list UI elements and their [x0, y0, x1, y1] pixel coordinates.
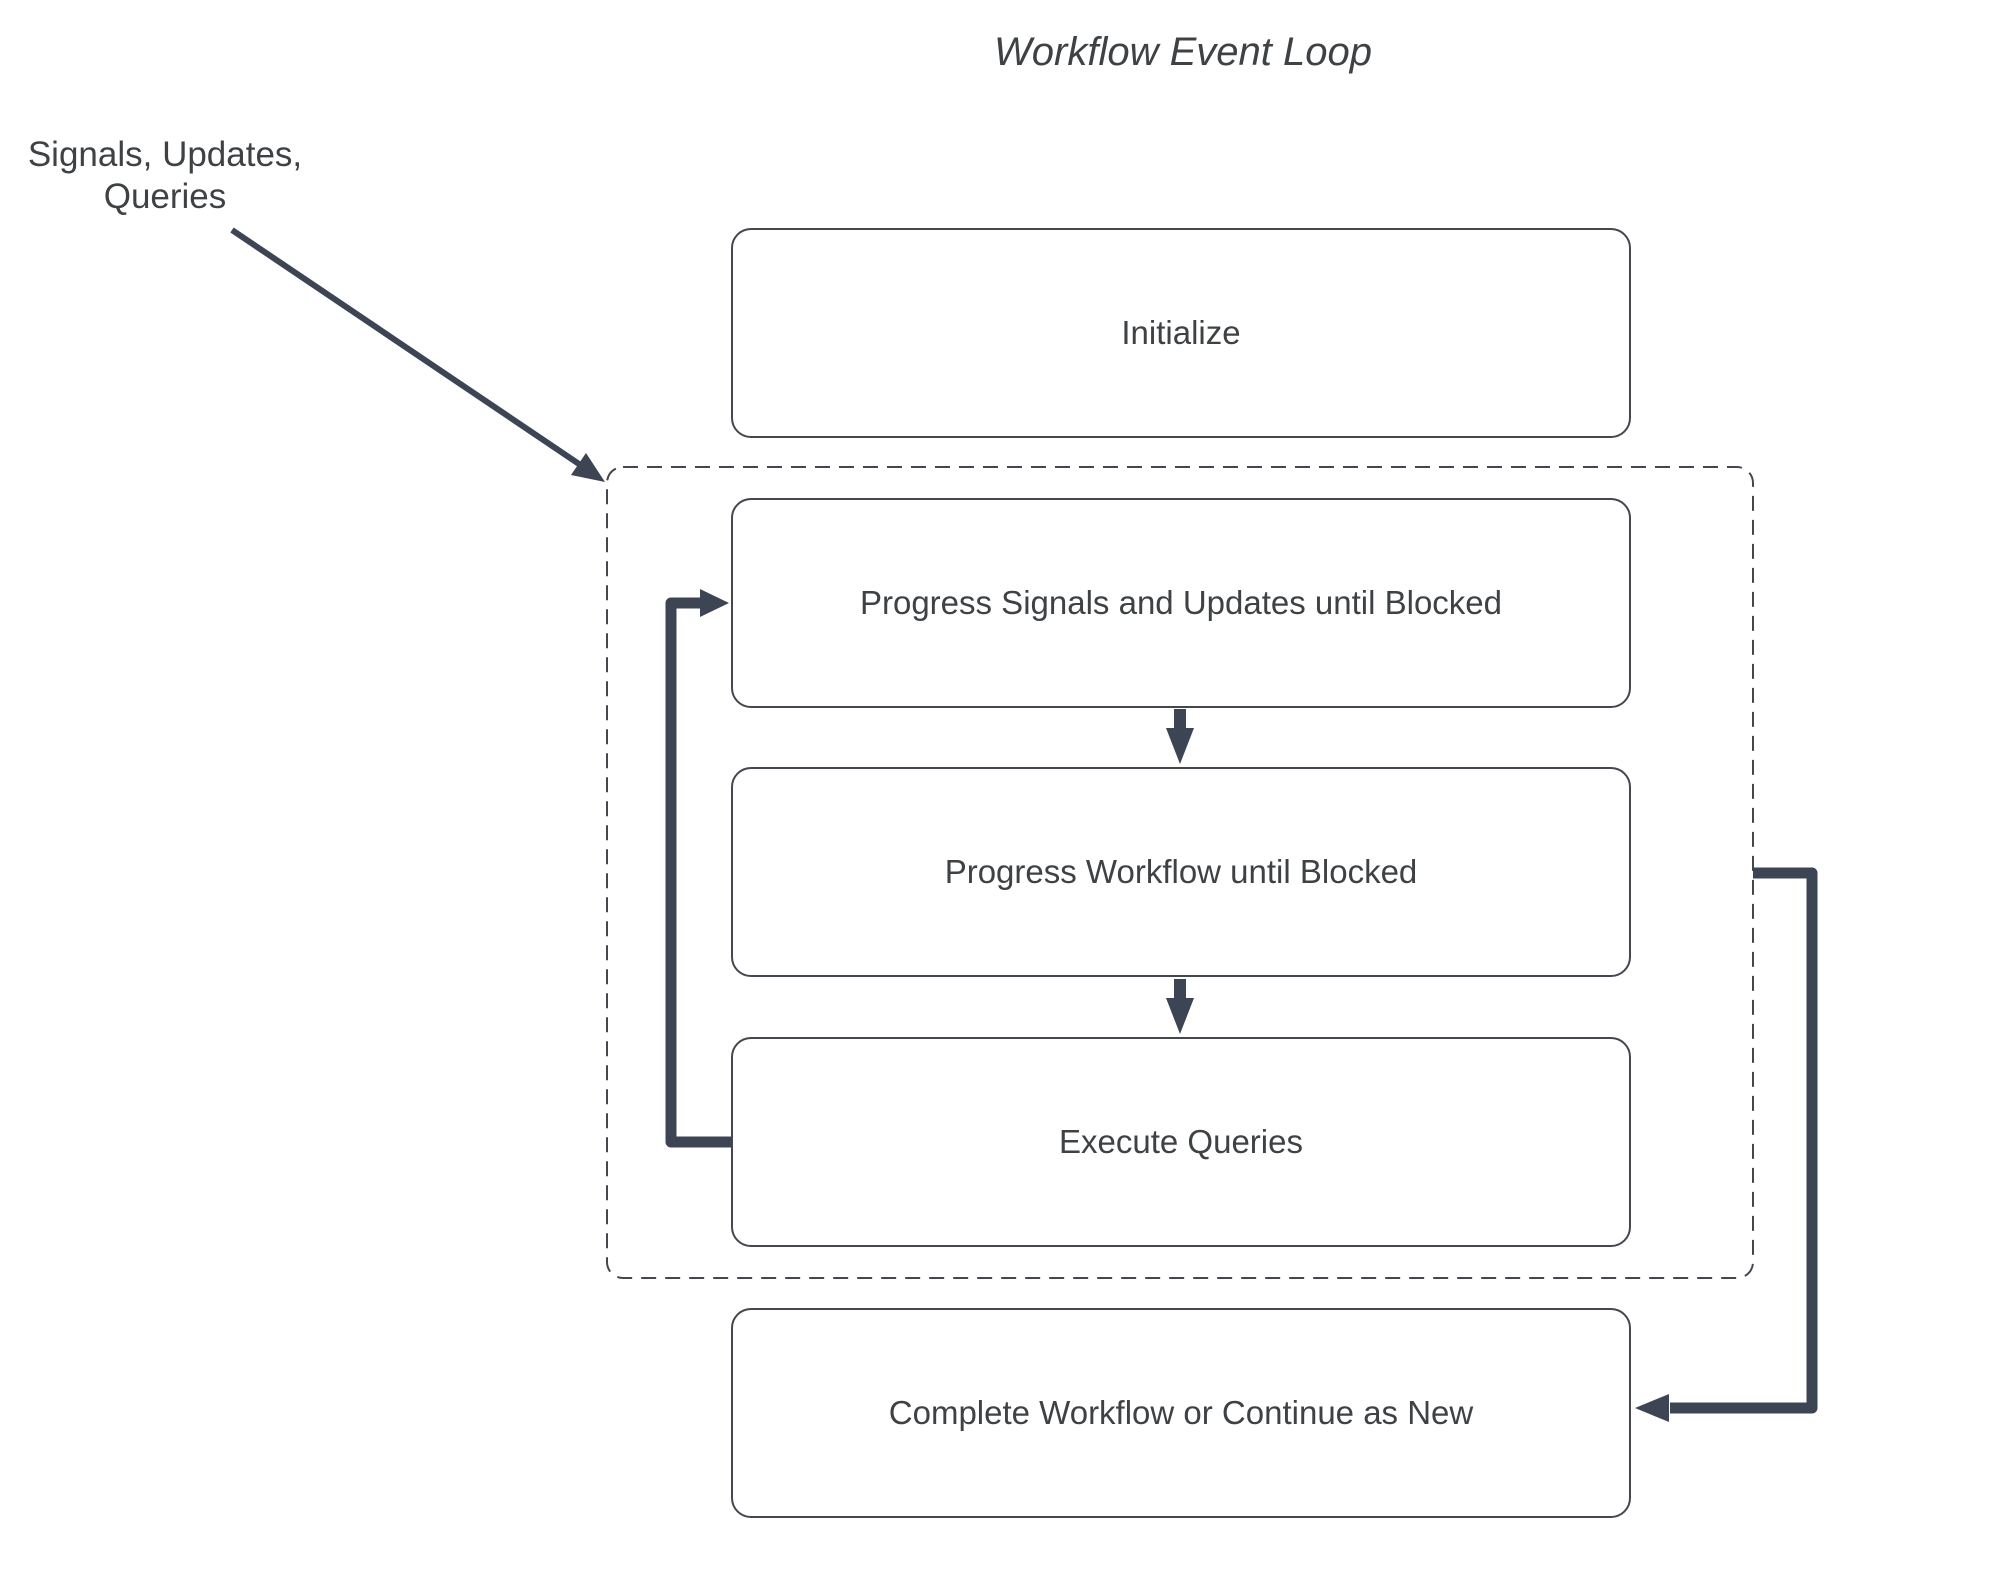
node-complete-workflow: Complete Workflow or Continue as New: [731, 1308, 1631, 1518]
flow-arrow-workflow-to-queries: [1166, 979, 1194, 1034]
flow-arrow-signals-to-workflow: [1166, 709, 1194, 764]
loop-back-arrow: [665, 589, 731, 1148]
event-loop-container: [606, 466, 1754, 1279]
signals-updates-queries-label: Signals, Updates, Queries: [27, 135, 303, 216]
continue-as-new-arrow: [1635, 867, 1818, 1422]
signals-input-arrow: [230, 227, 605, 482]
node-progress-workflow: Progress Workflow until Blocked: [731, 767, 1631, 977]
diagram-title: Workflow Event Loop: [994, 30, 1372, 74]
node-initialize: Initialize: [731, 228, 1631, 438]
node-execute-queries: Execute Queries: [731, 1037, 1631, 1247]
node-progress-signals: Progress Signals and Updates until Block…: [731, 498, 1631, 708]
